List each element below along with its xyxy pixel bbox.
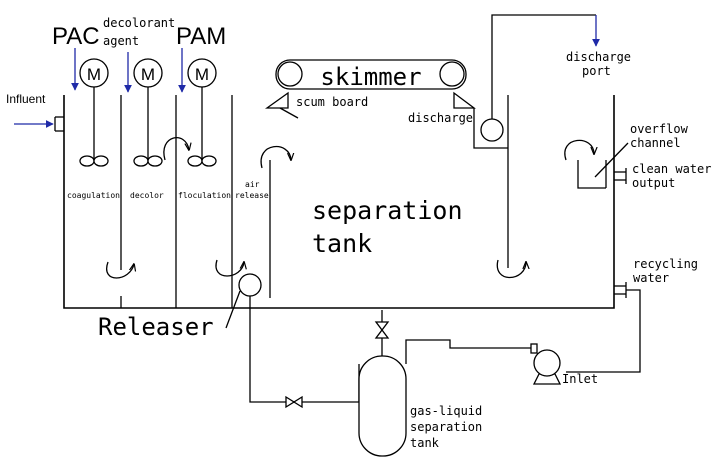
air-release-label-2: release: [235, 191, 269, 200]
separation-label-2: tank: [312, 229, 372, 258]
mixer-decolor: M: [133, 58, 163, 167]
baffles: [120, 95, 509, 308]
scum-board-right: [453, 91, 476, 109]
gas-liquid-tank: [358, 355, 407, 457]
mixer-coagulation: M: [79, 58, 109, 167]
motor-label-3: M: [195, 65, 209, 84]
air-release-label-1: air: [245, 180, 260, 189]
coagulation-label: coagulation: [67, 191, 120, 200]
clean-water-label-2: output: [632, 176, 675, 190]
feed-arrows: [71, 48, 186, 93]
pam-label: PAM: [176, 23, 226, 50]
releaser-label: Releaser: [98, 313, 214, 341]
recycling-outlet: [614, 282, 627, 298]
agent-label: agent: [103, 34, 139, 48]
discharge-label: discharge: [408, 111, 473, 125]
tank-outline: [63, 95, 615, 309]
recycling-label-2: water: [633, 271, 669, 285]
motor-label-1: M: [87, 65, 101, 84]
scum-board-label: scum board: [296, 95, 368, 109]
floculation-label: floculation: [178, 191, 231, 200]
gas-liquid-label-2: separation: [410, 420, 482, 434]
decolorant-label: decolorant: [103, 16, 175, 30]
motor-label-2: M: [141, 65, 155, 84]
decolor-label: decolor: [130, 191, 164, 200]
discharge-port-label-2: port: [582, 64, 611, 78]
recycling-label-1: recycling: [633, 257, 698, 271]
skimmer-label: skimmer: [320, 63, 421, 91]
influent-label: Influent: [6, 92, 46, 106]
releaser: [225, 273, 262, 329]
separation-label-1: separation: [312, 196, 463, 225]
overflow-channel: [577, 142, 629, 189]
scum-board-left: [264, 91, 299, 119]
gas-liquid-label-1: gas-liquid: [410, 404, 482, 418]
clean-water-label-1: clean water: [632, 162, 711, 176]
skimmer: [275, 59, 467, 90]
pac-label: PAC: [52, 23, 100, 50]
valve-top: [374, 321, 390, 339]
overflow-label-1: overflow: [630, 122, 689, 136]
flow-arrows: [106, 137, 594, 279]
discharge-assembly: [473, 14, 600, 149]
overflow-label-2: channel: [630, 136, 681, 150]
discharge-port-label-1: discharge: [566, 50, 631, 64]
mixer-floculation: M: [187, 58, 217, 167]
pump: [530, 343, 562, 385]
influent-inlet: [14, 116, 64, 132]
gas-liquid-label-3: tank: [410, 436, 440, 450]
valve-bottom: [285, 395, 303, 409]
inlet-label: Inlet: [562, 372, 598, 386]
